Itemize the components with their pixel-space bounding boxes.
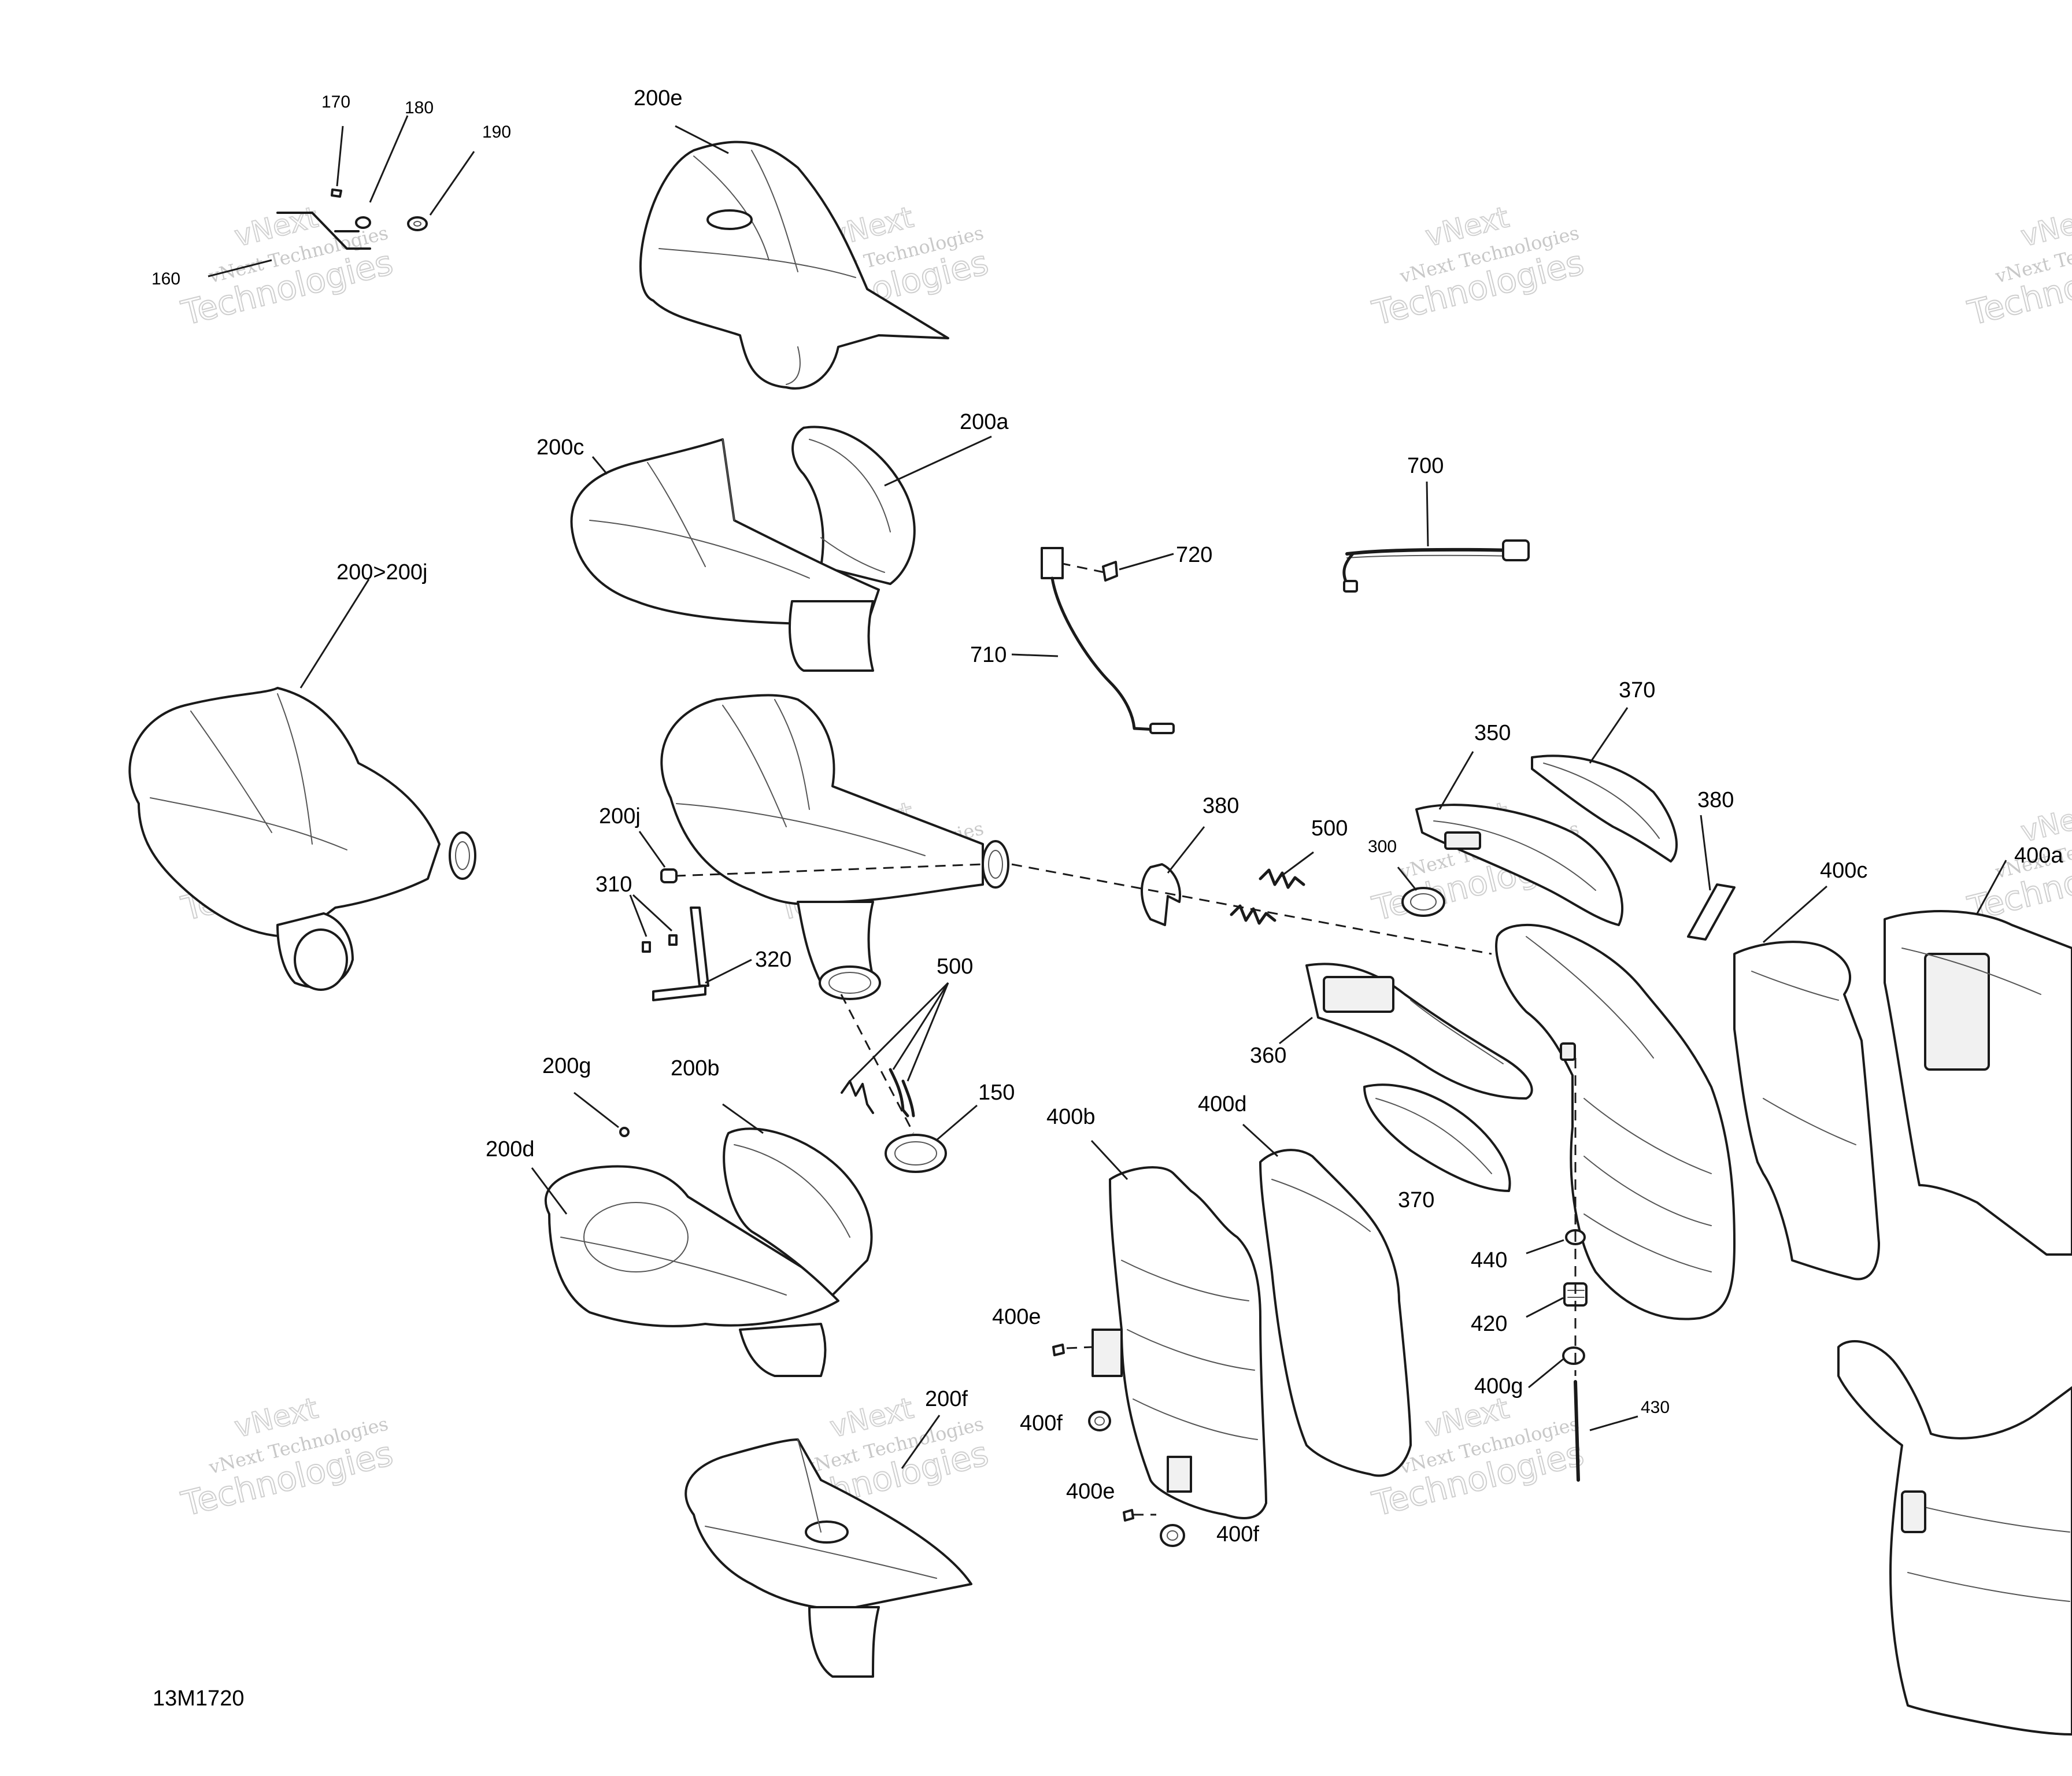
callout-370: 370 — [1398, 1188, 1434, 1212]
part-muffler-assembly-preview[interactable] — [1837, 1340, 2072, 1736]
part-200e-pipe-section[interactable] — [639, 140, 949, 390]
svg-text:vNext: vNext — [2018, 796, 2072, 849]
callout-310: 310 — [595, 872, 632, 897]
callout-200c: 200c — [536, 435, 584, 460]
callout-200d: 200d — [486, 1137, 535, 1161]
part-400g-grommet[interactable] — [1562, 1346, 1585, 1365]
part-430-rod[interactable] — [1574, 1380, 1580, 1482]
callout-400f: 400f — [1216, 1522, 1259, 1546]
part-380-clip[interactable] — [1687, 883, 1736, 941]
callout-200a: 200a — [960, 410, 1009, 434]
part-400c-cover[interactable] — [1733, 941, 1880, 1281]
part-400e-screw[interactable] — [1123, 1509, 1134, 1522]
part-500-spring[interactable] — [1230, 868, 1305, 925]
callout-400f: 400f — [1020, 1411, 1063, 1435]
callout-160: 160 — [151, 269, 180, 288]
part-200c-shell[interactable] — [570, 438, 880, 672]
callout-360: 360 — [1250, 1044, 1286, 1068]
part-710-sensor[interactable] — [1041, 547, 1175, 734]
part-320-bracket[interactable] — [652, 906, 709, 1001]
part-400b-cover[interactable] — [1092, 1166, 1267, 1519]
part-380-clamp[interactable] — [1141, 863, 1181, 926]
part-310-fastener[interactable] — [642, 934, 678, 953]
figure-code: 13M1720 — [153, 1686, 244, 1711]
part-200-pipe-assembly[interactable] — [128, 687, 476, 991]
callout-320: 320 — [755, 948, 791, 972]
part-190-nut[interactable] — [407, 216, 428, 231]
callout-190: 190 — [482, 123, 511, 142]
part-muffler[interactable] — [1495, 924, 1736, 1320]
callout-720: 720 — [1176, 543, 1212, 567]
callout-380: 380 — [1202, 794, 1239, 818]
part-400e-screw[interactable] — [1052, 1344, 1065, 1356]
callout-200j: 200j — [599, 804, 641, 828]
callout-200b: 200b — [671, 1056, 720, 1081]
part-400d-cover[interactable] — [1259, 1149, 1412, 1477]
part-160-bracket[interactable] — [276, 212, 371, 250]
part-tuned-pipe[interactable] — [660, 694, 1009, 1000]
callout-500: 500 — [1311, 816, 1348, 841]
callout-380: 380 — [1697, 788, 1734, 812]
callout-400d: 400d — [1198, 1092, 1247, 1116]
callout-300: 300 — [1368, 837, 1397, 856]
callout-170: 170 — [321, 92, 350, 112]
part-200b-shell[interactable] — [723, 1127, 873, 1296]
callout-400e: 400e — [1066, 1479, 1115, 1504]
part-350-heatshield[interactable] — [1415, 804, 1624, 926]
watermark: vNext vNext Technologies Technologies — [1368, 199, 1588, 334]
callout-350: 350 — [1474, 721, 1511, 745]
part-200a-shell[interactable] — [791, 426, 916, 585]
part-400a-cover[interactable] — [1884, 910, 2072, 1256]
part-200d-shell[interactable] — [545, 1165, 839, 1377]
callout-200-range: 200>200j — [336, 560, 427, 584]
part-370-heatshield[interactable] — [1531, 754, 1678, 863]
callout-430: 430 — [1641, 1398, 1670, 1417]
callout-370: 370 — [1619, 678, 1655, 702]
part-180-washer[interactable] — [355, 216, 371, 229]
callout-400g: 400g — [1474, 1374, 1523, 1398]
callout-180: 180 — [405, 98, 434, 117]
callout-420: 420 — [1471, 1312, 1507, 1336]
callout-labels: 170 180 190 160 200e 200a 200c 200>200j … — [151, 86, 2063, 1711]
callout-200g: 200g — [542, 1054, 591, 1078]
part-400f-grommet[interactable] — [1088, 1411, 1111, 1431]
part-700-sensor[interactable] — [1342, 539, 1530, 593]
part-360-pipe[interactable] — [1305, 963, 1533, 1100]
part-400f-grommet[interactable] — [1160, 1524, 1185, 1547]
part-300-gasket[interactable] — [1401, 887, 1445, 917]
part-200g-rivet[interactable] — [619, 1127, 630, 1137]
part-720-clip[interactable] — [1102, 561, 1118, 582]
callout-150: 150 — [978, 1081, 1015, 1105]
callout-200e: 200e — [634, 86, 683, 110]
callout-440: 440 — [1471, 1248, 1507, 1272]
part-150-ring[interactable] — [885, 1134, 947, 1173]
watermark: vNext vNext Technologies Technologies — [177, 1390, 397, 1525]
watermark: vNext vNext Technologies Technologies — [177, 199, 397, 334]
part-370-heatshield[interactable] — [1363, 1083, 1511, 1192]
part-200f-pipe-section[interactable] — [684, 1438, 972, 1678]
callout-400a: 400a — [2014, 843, 2063, 868]
part-170-screw[interactable] — [331, 188, 342, 198]
part-500-spring[interactable] — [841, 1068, 915, 1118]
leader-lines — [208, 115, 2007, 1516]
callout-200f: 200f — [925, 1387, 968, 1411]
callout-700: 700 — [1407, 454, 1444, 478]
watermark: vNext vNext Technologies Technologies — [1963, 199, 2072, 334]
callout-400e: 400e — [992, 1305, 1041, 1329]
callout-500: 500 — [937, 954, 973, 979]
callout-400c: 400c — [1820, 859, 1867, 883]
svg-text:vNext: vNext — [2018, 200, 2072, 253]
callout-400b: 400b — [1046, 1105, 1096, 1129]
part-200j-grommet[interactable] — [660, 868, 678, 883]
callout-710: 710 — [970, 643, 1007, 667]
